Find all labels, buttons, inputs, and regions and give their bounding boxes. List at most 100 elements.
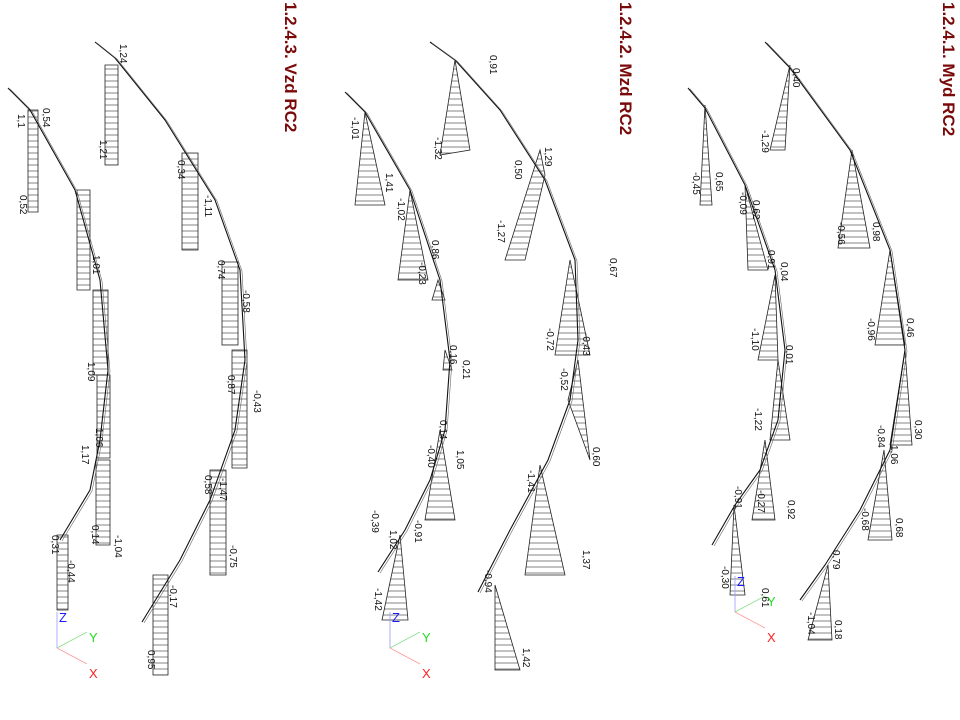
member-outline-line [9,88,111,542]
value-label: -1,04 [112,535,123,558]
value-label: -0,75 [227,545,238,568]
force-diagram-segment [104,64,119,166]
value-label: 0,40 [790,68,801,88]
value-label: -0,94 [482,570,493,593]
value-label: -0,72 [544,328,555,351]
value-label: -1,10 [749,328,760,351]
value-label: 0,18 [832,620,843,640]
value-label: -0,40 [425,445,436,468]
value-label: -1,04 [805,612,816,635]
member-axis-line [764,41,906,601]
value-label: 0,52 [17,195,28,215]
value-label: 0,31 [49,535,60,555]
value-label: 0,60 [590,447,601,467]
value-label: 0,61 [759,588,770,608]
axis-triad-icon: ZYX [734,574,776,645]
value-label: -0,09 [737,192,748,215]
y-axis-label: Y [89,630,98,645]
value-label: -1,27 [495,220,506,243]
value-label: 0,65 [713,172,724,192]
member-outline-line [689,88,788,547]
value-label: 1,01 [90,255,101,275]
y-axis-label: Y [767,594,776,609]
force-diagram-segment [757,274,779,361]
value-label: 1,29 [542,147,553,167]
value-label: 0,87 [225,375,236,395]
value-label: -1,32 [432,137,443,160]
force-diagram-segment [729,504,746,596]
force-diagram-segment [874,249,906,346]
force-diagram-segment [504,148,546,261]
force-diagram-segment [424,429,456,521]
force-diagram-segment [27,109,39,213]
value-label: 0,58 [202,475,213,495]
value-label: 1,41 [383,173,394,193]
value-label: -0,52 [558,368,569,391]
value-label: 0,92 [785,500,796,520]
force-diagram-segment [152,574,169,676]
force-diagram-segment [867,449,893,541]
force-diagram-segment [769,64,791,151]
panel-title: 1.2.4.2. Mzd RC2 [616,2,635,135]
value-label: 1,37 [580,550,591,570]
x-axis-label: X [767,630,776,645]
value-label: -0,58 [240,290,251,313]
value-label: -1,29 [759,130,770,153]
value-label: -0,30 [719,566,730,589]
value-label: -0,91 [732,486,743,509]
member-axis-line [429,41,579,593]
force-diagram-segment [807,564,833,641]
member-outline-line [766,42,908,602]
axis-triad-icon: Z Y X [56,610,98,681]
value-label: -0,27 [755,490,766,513]
value-label: -1,01 [349,117,360,140]
value-label: 0,54 [40,108,51,128]
value-label: 0,50 [512,160,523,180]
value-label: 0,91 [487,55,498,75]
value-label: 1,42 [520,648,531,668]
member-axis-line [94,41,246,623]
z-axis-label: Z [392,610,400,625]
y-axis-label: Y [422,630,431,645]
member-outline-line [431,42,581,594]
value-label: 1,1 [15,114,26,128]
force-diagram-segment [744,184,769,271]
value-label: -0,91 [412,520,423,543]
force-diagram-segment [354,111,386,206]
force-diagram-segment [381,534,409,621]
value-label: -0,43 [580,333,591,356]
value-label: 1,21 [97,140,108,160]
z-axis-label: Z [59,610,67,625]
force-diagram-segment [397,189,429,281]
value-label: 0,04 [778,262,789,282]
panel-title: 1.2.4.1. Myd RC2 [939,2,958,136]
value-label: -1,41 [525,470,536,493]
value-label: -1,22 [752,408,763,431]
value-label: -0,44 [65,560,76,583]
force-diagram-segment [76,189,91,291]
value-label: 0,34 [175,160,186,180]
value-label: 1,24 [117,44,128,64]
value-label: -0,17 [167,585,178,608]
value-label: 1,17 [79,445,90,465]
force-diagram-segment [751,439,776,521]
value-label: 0,30 [912,420,923,440]
force-diagram-segment [494,584,521,671]
value-label: 0,95 [145,650,156,670]
value-label: -1,02 [395,198,406,221]
value-label: 0,16 [447,345,458,365]
value-label: 0,21 [460,360,471,380]
value-label: -0,43 [251,390,262,413]
value-label: -0,96 [865,318,876,341]
value-label: 0,14 [89,525,100,545]
value-label: 0,67 [607,258,618,278]
value-label: -0,45 [690,172,701,195]
force-diagram-segment [524,464,566,576]
member-axis-line [7,87,109,541]
force-diagram-segment [231,349,248,469]
force-diagram-segment [56,534,69,611]
x-axis-label: X [89,666,98,681]
value-label: -1,11 [202,195,213,217]
value-label: 0,62 [750,200,761,220]
